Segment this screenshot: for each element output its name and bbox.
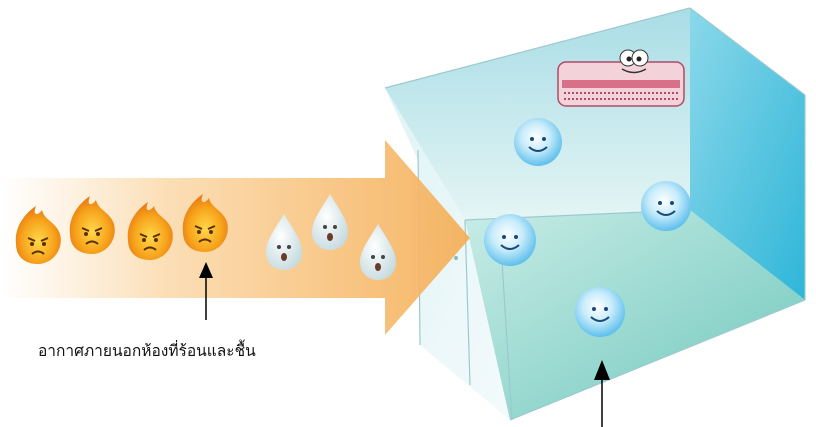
humid-air-group [266, 194, 396, 280]
worried-droplet-face-icon [360, 224, 396, 280]
angry-flame-face-icon [15, 206, 61, 264]
cool-air-group [484, 118, 691, 337]
angry-flame-face-icon [69, 196, 115, 254]
hot-air-pointer-arrow [199, 262, 213, 320]
angry-flame-face-icon [182, 194, 228, 252]
worried-droplet-face-icon [266, 214, 302, 270]
hot-air-group [15, 194, 228, 264]
smiling-bubble-face-icon [641, 181, 691, 231]
cool-air-pointer-arrow [594, 360, 610, 427]
room-back-wall [385, 8, 690, 220]
smiling-bubble-face-icon [575, 287, 625, 337]
wall-air-conditioner-icon [557, 49, 685, 107]
worried-droplet-face-icon [312, 194, 348, 250]
airflow-arrow [0, 140, 470, 335]
room-floor [465, 210, 805, 420]
smiling-bubble-face-icon [484, 214, 536, 266]
smiling-bubble-face-icon [514, 118, 562, 166]
outside-air-caption: อากาศภายนอกห้องที่ร้อนและชื้น [38, 342, 256, 360]
angry-flame-face-icon [127, 202, 173, 260]
room-right-wall [690, 8, 805, 300]
